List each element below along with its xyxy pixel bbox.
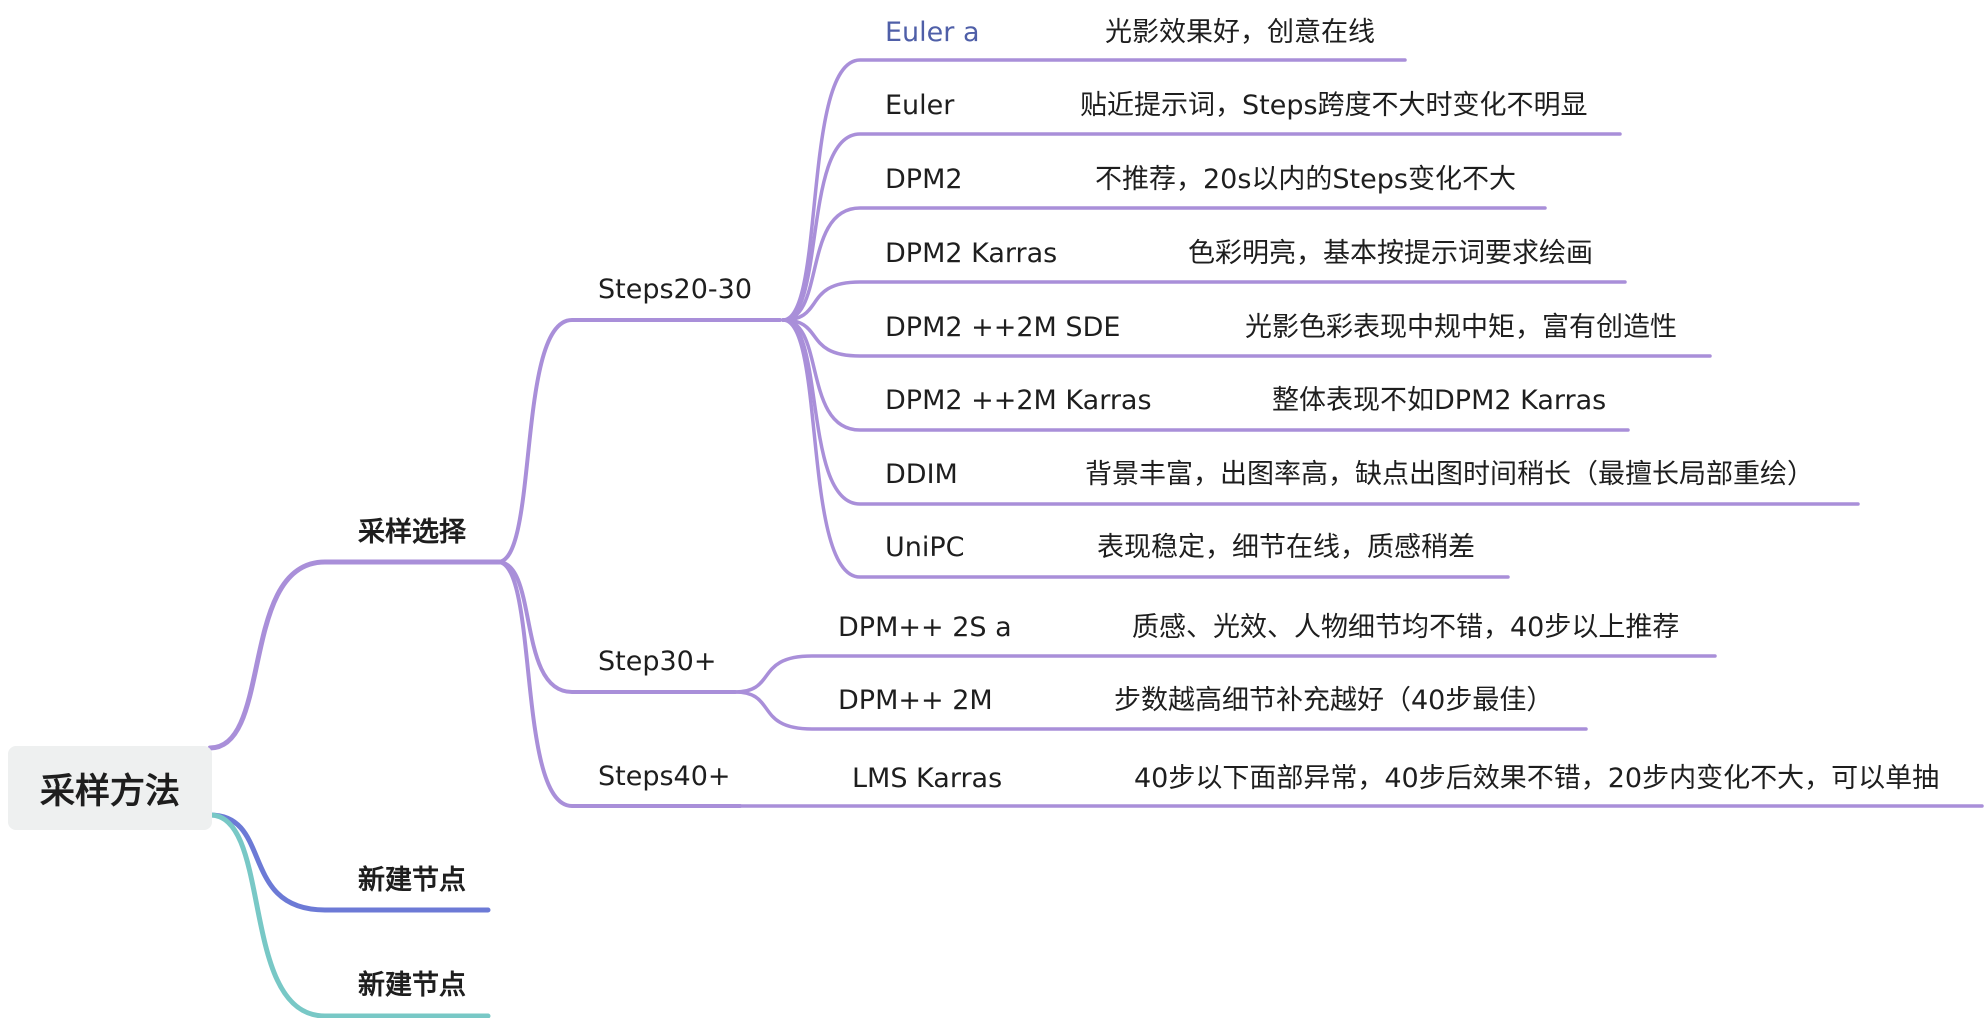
connector-sampler-item — [781, 132, 1622, 322]
connector-root-new-node-2 — [207, 812, 491, 1018]
connector-sampling-steps20-30 — [496, 318, 782, 564]
connector-sampler-item — [733, 690, 1588, 731]
sampler-desc[interactable]: 整体表现不如DPM2 Karras — [1272, 385, 1607, 416]
group-steps20-30-label[interactable]: Steps20-30 — [598, 274, 752, 305]
connector-sampler-item — [781, 206, 1547, 322]
sampler-name[interactable]: DPM2 ++2M Karras — [885, 385, 1152, 416]
sampler-desc[interactable]: 40步以下面部异常，40步后效果不错，20步内变化不大，可以单抽 — [1134, 763, 1940, 794]
group-step30plus-label[interactable]: Step30+ — [598, 646, 717, 677]
sampler-desc[interactable]: 质感、光效、人物细节均不错，40步以上推荐 — [1132, 612, 1680, 643]
sampler-name[interactable]: DDIM — [885, 459, 958, 490]
connector-sampler-item — [781, 280, 1627, 322]
sampler-name[interactable]: Euler — [885, 90, 955, 121]
sampler-name[interactable]: LMS Karras — [852, 763, 1003, 794]
sampler-desc[interactable]: 表现稳定，细节在线，质感稍差 — [1097, 532, 1475, 563]
branch-sampling-choice-label[interactable]: 采样选择 — [358, 517, 466, 548]
connector-sampler-item — [781, 318, 1630, 432]
sampler-desc[interactable]: 背景丰富，出图率高，缺点出图时间稍长（最擅长局部重绘） — [1085, 459, 1814, 490]
sampler-name[interactable]: DPM2 Karras — [885, 238, 1058, 269]
sampler-desc[interactable]: 色彩明亮，基本按提示词要求绘画 — [1188, 238, 1593, 269]
connector-sampling-step30plus — [496, 560, 737, 694]
connector-sampling-steps40plus — [496, 560, 742, 808]
sampler-name[interactable]: UniPC — [885, 532, 965, 563]
branch-new-node-2-label[interactable]: 新建节点 — [358, 970, 466, 1001]
sampler-name[interactable]: DPM2 — [885, 164, 963, 195]
sampler-desc[interactable]: 贴近提示词，Steps跨度不大时变化不明显 — [1080, 90, 1588, 121]
root-node-label: 采样方法 — [39, 771, 180, 812]
connector-root-new-node-1 — [207, 812, 491, 913]
branch-new-node-1-label[interactable]: 新建节点 — [358, 865, 466, 896]
sampler-name[interactable]: DPM++ 2S a — [838, 612, 1012, 643]
connector-sampler-item — [781, 318, 1510, 579]
sampler-name[interactable]: Euler a — [885, 17, 980, 48]
connector-sampler-item — [781, 318, 1712, 358]
sampler-desc[interactable]: 步数越高细节补充越好（40步最佳） — [1114, 685, 1554, 716]
connector-sampler-item — [781, 58, 1407, 322]
sampler-desc[interactable]: 不推荐，20s以内的Steps变化不大 — [1095, 164, 1516, 195]
group-steps40plus-label[interactable]: Steps40+ — [598, 761, 731, 792]
root-node[interactable] — [8, 746, 212, 830]
sampler-name[interactable]: DPM2 ++2M SDE — [885, 312, 1121, 343]
sampler-name[interactable]: DPM++ 2M — [838, 685, 993, 716]
sampler-desc[interactable]: 光影色彩表现中规中矩，富有创造性 — [1245, 312, 1677, 343]
connector-root-sampling — [207, 559, 503, 751]
connector-sampler-item — [733, 654, 1717, 694]
sampler-desc[interactable]: 光影效果好，创意在线 — [1105, 17, 1375, 48]
